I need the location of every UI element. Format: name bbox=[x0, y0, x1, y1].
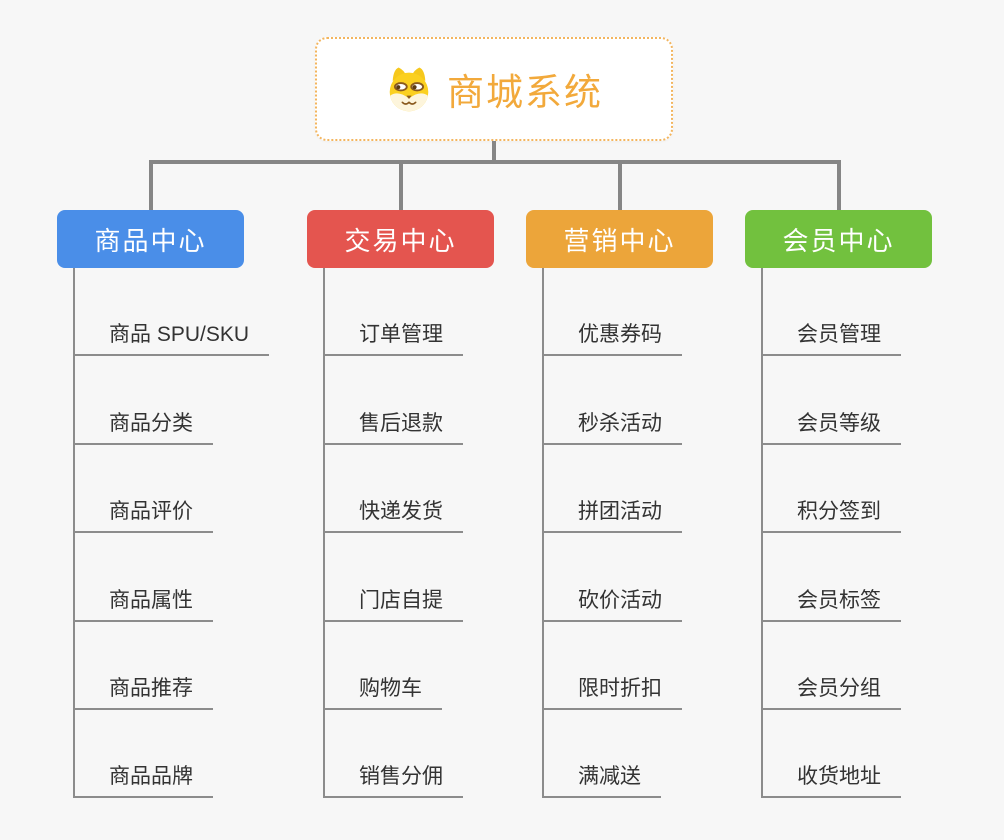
connector-drop bbox=[399, 160, 403, 210]
branch-header-member-center[interactable]: 会员中心 bbox=[745, 210, 932, 268]
connector-drop bbox=[618, 160, 622, 210]
topic-node[interactable]: 订单管理 bbox=[325, 268, 463, 357]
topic-node[interactable]: 商品品牌 bbox=[75, 710, 213, 799]
topic-node[interactable]: 优惠券码 bbox=[544, 268, 682, 357]
topic-node[interactable]: 积分签到 bbox=[763, 445, 901, 534]
topic-node[interactable]: 会员等级 bbox=[763, 356, 901, 445]
branch-header-trade-center[interactable]: 交易中心 bbox=[307, 210, 494, 268]
root-node[interactable]: 商城系统 bbox=[315, 37, 673, 141]
topic-node[interactable]: 会员分组 bbox=[763, 622, 901, 710]
topic-node[interactable]: 商品属性 bbox=[75, 533, 213, 622]
branch-header-marketing-center[interactable]: 营销中心 bbox=[526, 210, 713, 268]
topic-node[interactable]: 售后退款 bbox=[325, 356, 463, 445]
connector-drop bbox=[837, 160, 841, 210]
topic-node[interactable]: 秒杀活动 bbox=[544, 356, 682, 445]
topic-node[interactable]: 砍价活动 bbox=[544, 533, 682, 622]
topic-node[interactable]: 限时折扣 bbox=[544, 622, 682, 710]
topic-node[interactable]: 满减送 bbox=[544, 710, 661, 799]
topic-node[interactable]: 购物车 bbox=[325, 622, 442, 710]
branch-member-center: 会员中心 会员管理 会员等级 积分签到 会员标签 会员分组 收货地址 bbox=[745, 210, 932, 799]
branch-marketing-center: 营销中心 优惠券码 秒杀活动 拼团活动 砍价活动 限时折扣 满减送 bbox=[526, 210, 713, 799]
branch-header-product-center[interactable]: 商品中心 bbox=[57, 210, 244, 268]
connector-drop bbox=[149, 160, 153, 210]
branch-items: 订单管理 售后退款 快递发货 门店自提 购物车 销售分佣 bbox=[323, 268, 463, 799]
connector-horizontal-bar bbox=[149, 160, 840, 164]
topic-node[interactable]: 商品分类 bbox=[75, 356, 213, 445]
branch-items: 会员管理 会员等级 积分签到 会员标签 会员分组 收货地址 bbox=[761, 268, 901, 799]
topic-node[interactable]: 拼团活动 bbox=[544, 445, 682, 534]
topic-node[interactable]: 商品评价 bbox=[75, 445, 213, 534]
topic-node[interactable]: 商品推荐 bbox=[75, 622, 213, 710]
topic-node[interactable]: 销售分佣 bbox=[325, 710, 463, 799]
branch-items: 优惠券码 秒杀活动 拼团活动 砍价活动 限时折扣 满减送 bbox=[542, 268, 682, 799]
topic-node[interactable]: 快递发货 bbox=[325, 445, 463, 534]
topic-node[interactable]: 门店自提 bbox=[325, 533, 463, 622]
shiba-dog-icon bbox=[385, 66, 433, 112]
topic-node[interactable]: 商品 SPU/SKU bbox=[75, 268, 270, 357]
connector-root-stub bbox=[492, 141, 496, 163]
branch-trade-center: 交易中心 订单管理 售后退款 快递发货 门店自提 购物车 销售分佣 bbox=[307, 210, 494, 799]
root-title: 商城系统 bbox=[447, 72, 603, 113]
branch-product-center: 商品中心 商品 SPU/SKU 商品分类 商品评价 商品属性 商品推荐 商品品牌 bbox=[57, 210, 270, 799]
topic-node[interactable]: 会员标签 bbox=[763, 533, 901, 622]
topic-node[interactable]: 会员管理 bbox=[763, 268, 901, 357]
topic-node[interactable]: 收货地址 bbox=[763, 710, 901, 799]
branch-items: 商品 SPU/SKU 商品分类 商品评价 商品属性 商品推荐 商品品牌 bbox=[73, 268, 270, 799]
